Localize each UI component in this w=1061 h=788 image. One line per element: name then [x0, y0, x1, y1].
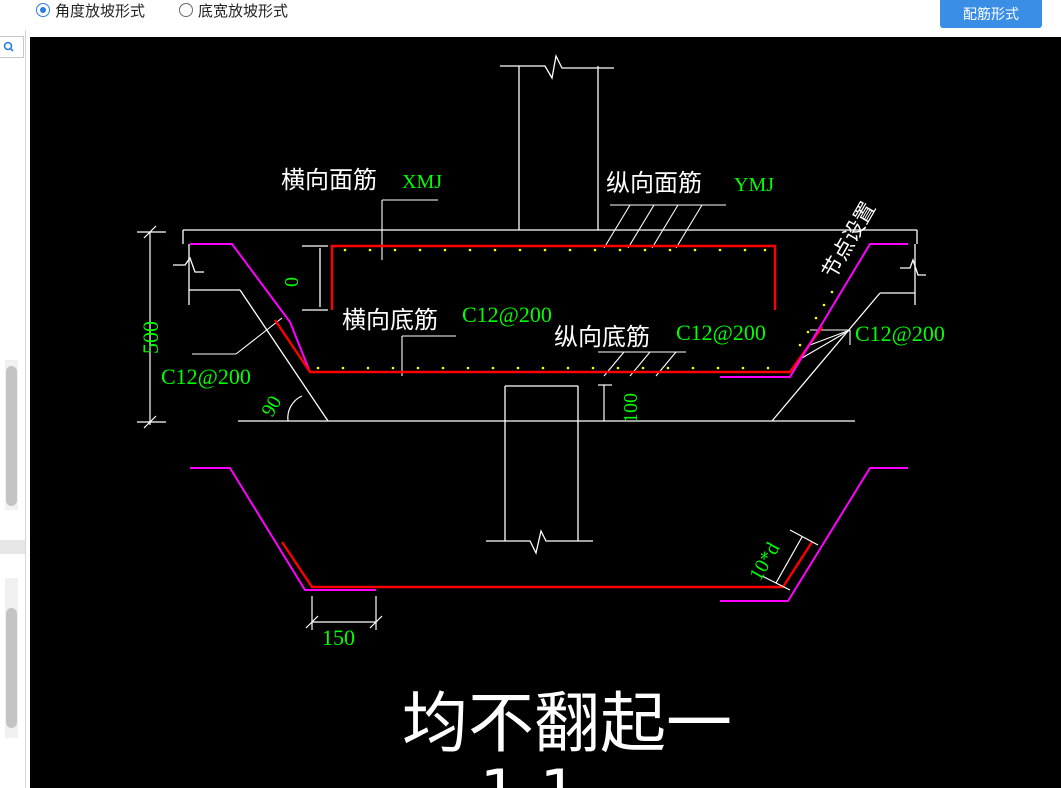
radio-unselected-icon[interactable] [179, 3, 193, 17]
hook-length-value: 150 [322, 625, 355, 650]
longitudinal-bottom-label: 纵向底筋 [554, 324, 650, 351]
rebar-form-button[interactable]: 配筋形式 [940, 0, 1042, 28]
caption-text: 均不翻起一 [402, 685, 732, 762]
footing-outline [173, 229, 926, 422]
height-dimension [137, 225, 166, 429]
width-slope-label: 底宽放坡形式 [198, 2, 289, 20]
diagram-labels: 横向面筋 XMJ 纵向面筋 YMJ 节点设置 0 500 横向底筋 C12@20… [138, 167, 945, 788]
scrollbar-lower[interactable] [5, 578, 18, 738]
bottom-rebar [190, 243, 908, 378]
right-spec: C12@200 [855, 321, 945, 346]
height-value: 500 [138, 321, 163, 354]
upper-column [500, 53, 614, 230]
angle-value: 90 [257, 392, 286, 420]
width-slope-option[interactable]: 底宽放坡形式 [179, 1, 289, 20]
leader-lines [192, 199, 851, 377]
cover-value: 100 [620, 393, 642, 423]
transverse-bottom-spec: C12@200 [462, 302, 552, 327]
top-toolbar: 角度放坡形式 底宽放坡形式 配筋形式 [0, 0, 1061, 37]
section-label: 1-1 [480, 757, 578, 788]
search-input[interactable] [0, 36, 24, 58]
transverse-top-label: 横向面筋 [281, 167, 377, 194]
search-icon[interactable] [2, 40, 16, 54]
lower-column [486, 385, 593, 555]
radio-selected-icon[interactable] [36, 3, 50, 17]
node-setting-label: 节点设置 [818, 198, 881, 283]
drawing-canvas: 横向面筋 XMJ 纵向面筋 YMJ 节点设置 0 500 横向底筋 C12@20… [30, 37, 1061, 788]
cover-dimension [598, 384, 612, 421]
transverse-bottom-label: 横向底筋 [342, 307, 438, 334]
left-spec: C12@200 [161, 364, 251, 389]
scrollbar-thumb[interactable] [6, 608, 17, 728]
longitudinal-top-code: YMJ [734, 174, 774, 196]
angle-slope-label: 角度放坡形式 [55, 2, 146, 20]
top-offset-value: 0 [281, 277, 303, 287]
longitudinal-bottom-spec: C12@200 [676, 320, 766, 345]
top-rebar [330, 244, 777, 310]
scrollbar-thumb[interactable] [6, 366, 17, 506]
scrollbar-upper[interactable] [5, 360, 18, 510]
angle-arc [287, 395, 303, 422]
rebar-diagram: 横向面筋 XMJ 纵向面筋 YMJ 节点设置 0 500 横向底筋 C12@20… [137, 53, 945, 788]
angle-slope-option[interactable]: 角度放坡形式 [36, 1, 146, 20]
transverse-top-code: XMJ [402, 171, 442, 193]
longitudinal-top-label: 纵向面筋 [606, 170, 702, 197]
panel-divider [0, 540, 25, 554]
left-panel [0, 30, 26, 788]
rebar-detail [190, 467, 908, 630]
